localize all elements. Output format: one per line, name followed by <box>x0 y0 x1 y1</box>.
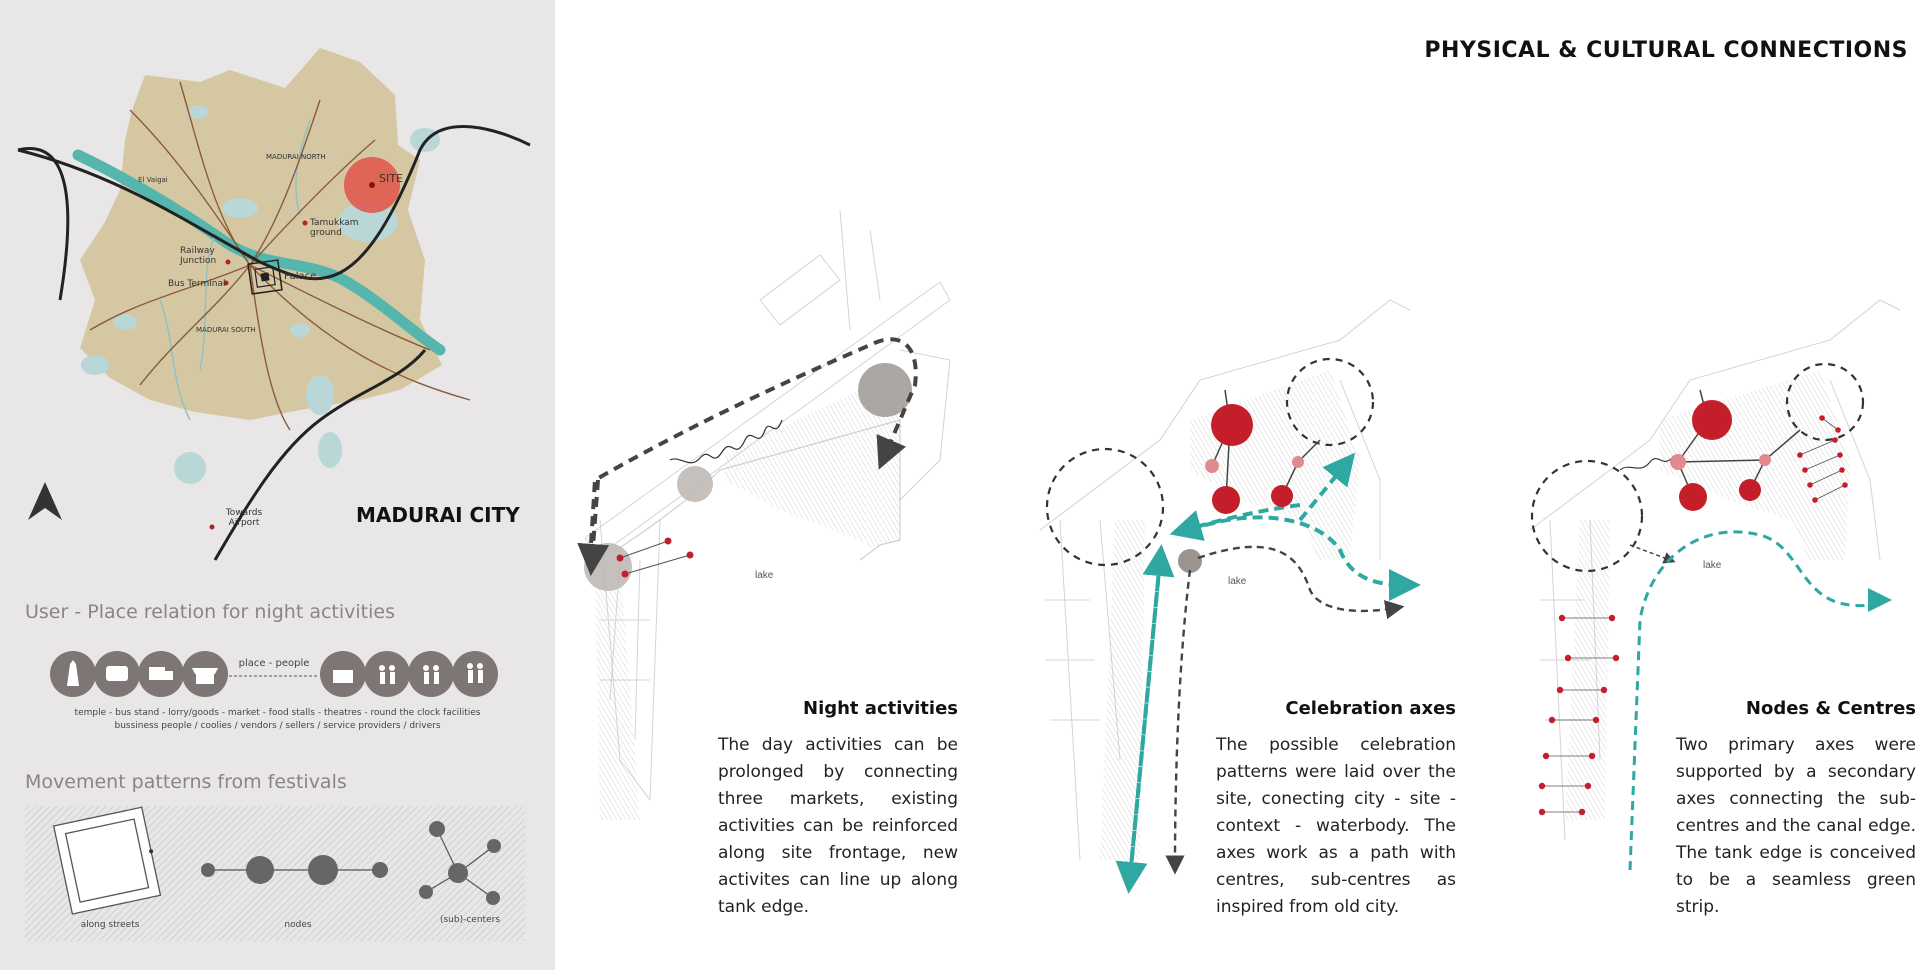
user-place-icons <box>50 651 498 697</box>
truck-icon <box>149 667 165 680</box>
celebration-axes-text: The possible celebration patterns were l… <box>1216 735 1456 917</box>
night-activities-text: The day activities can be prolonged by c… <box>718 735 958 917</box>
map-label-tamukkam: Tamukkam ground <box>310 218 359 238</box>
north-arrow-icon <box>28 482 62 520</box>
nodes-centres-title: Nodes & Centres <box>1745 698 1916 719</box>
lake-label-3: lake <box>1703 560 1722 571</box>
city-map <box>17 48 531 561</box>
city-extent <box>80 48 442 420</box>
diagram-night-activities <box>577 209 951 820</box>
map-label-el-vaigai: El Vaigai <box>138 176 168 184</box>
market-stall-icon <box>192 668 218 674</box>
map-label-railway-junction: Railway Junction <box>180 246 217 266</box>
bus-icon <box>106 666 128 681</box>
couple-icon <box>467 663 473 669</box>
map-label-madurai-north: MADURAI NORTH <box>266 153 326 161</box>
movement-heading: Movement patterns from festivals <box>25 771 347 793</box>
lake-label-1: lake <box>755 570 774 581</box>
map-label-palace: Palace <box>284 271 317 282</box>
places-line: temple - bus stand - lorry/goods - marke… <box>74 708 481 718</box>
place-people-connector-label: place - people <box>238 658 310 669</box>
nodes-diagram <box>201 855 388 885</box>
map-label-bus-terminal: Bus Terminal <box>168 279 226 289</box>
movement-patterns <box>25 806 525 941</box>
along-streets-diagram <box>52 806 162 915</box>
movement-label-nodes: nodes <box>284 920 312 930</box>
nodes-centres-text: Two primary axes were supported by a sec… <box>1676 735 1916 917</box>
diagram-celebration-axes <box>1039 299 1421 894</box>
map-label-towards-airport: Towards Airport <box>225 508 263 528</box>
diagram-nodes-centres <box>1529 299 1901 871</box>
lake-label-2: lake <box>1228 576 1247 587</box>
night-activities-title: Night activities <box>803 698 958 719</box>
people-icon <box>423 665 429 671</box>
page-title: PHYSICAL & CULTURAL CONNECTIONS <box>1424 38 1908 63</box>
map-label-madurai-south: MADURAI SOUTH <box>196 326 256 334</box>
map-label-site: SITE <box>379 172 403 185</box>
city-map-title: MADURAI CITY <box>356 503 520 527</box>
night-activities-dashed-loop <box>588 337 918 561</box>
water-bodies <box>81 105 440 484</box>
movement-label-sub-centers: (sub)-centers <box>439 915 501 925</box>
people-line: bussiness people / coolies / vendors / s… <box>114 721 441 731</box>
family-icon <box>379 665 385 671</box>
vaigai-river <box>72 149 446 356</box>
temple-icon <box>67 660 79 686</box>
movement-label-along-streets: along streets <box>80 920 140 930</box>
sub-centers-diagram <box>419 821 501 905</box>
vendor-icon <box>333 670 353 683</box>
celebration-axes-title: Celebration axes <box>1285 698 1456 719</box>
user-place-heading: User - Place relation for night activiti… <box>25 601 395 623</box>
